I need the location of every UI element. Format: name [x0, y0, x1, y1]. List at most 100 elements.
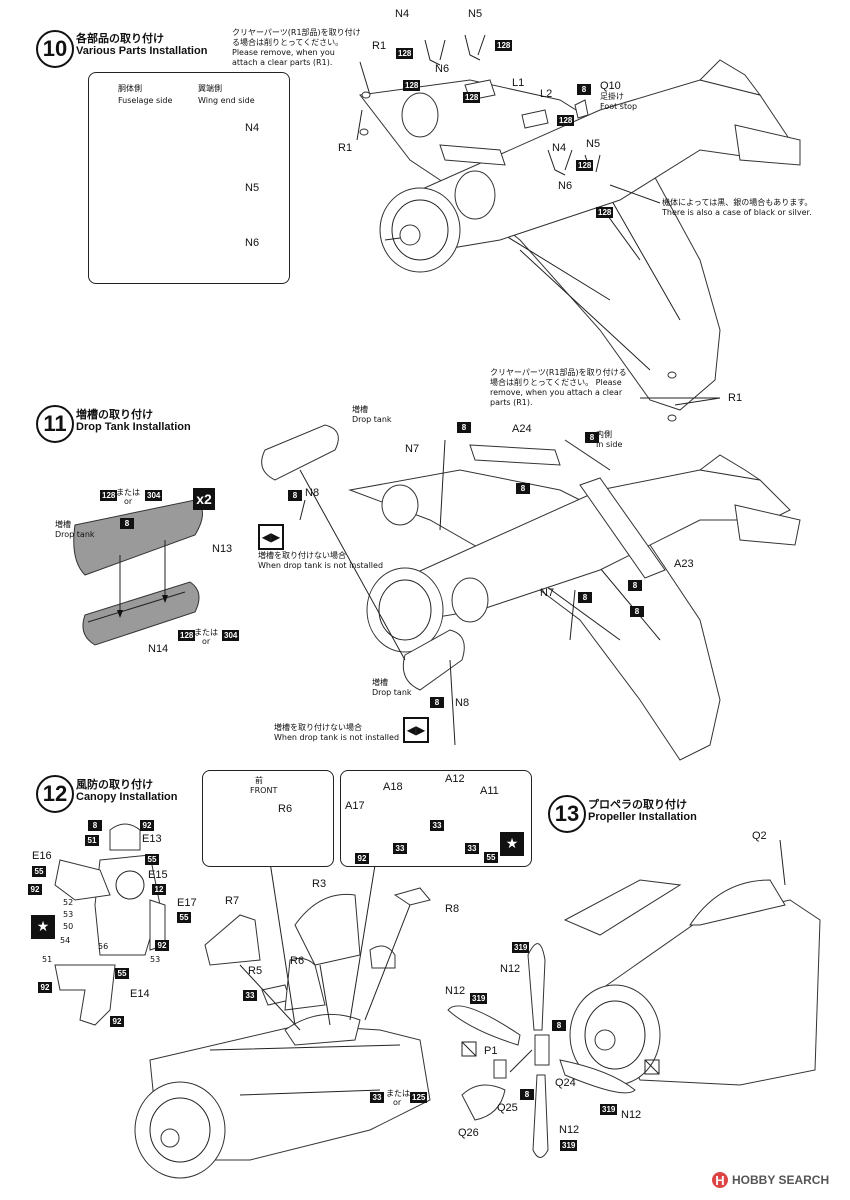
drop-tank-label-en: Drop tank — [352, 415, 392, 424]
paint-badge: 8 — [585, 432, 599, 443]
step13-aircraft-drawing — [563, 839, 821, 1086]
paint-badge: 128 — [576, 160, 594, 171]
foot-stop-jp: 足掛け — [600, 92, 624, 101]
part-label-r3: R3 — [312, 878, 327, 890]
drop-tank-label-jp: 増槽 — [352, 405, 368, 414]
step12-front-inset — [202, 770, 334, 867]
front-jp: 前 — [255, 776, 263, 785]
paint-badge: 92 — [38, 982, 52, 993]
paint-num: 56 — [98, 942, 109, 951]
paint-badge: 128 — [596, 207, 614, 218]
inset-left-en: Fuselage side — [118, 96, 173, 105]
star-insignia-icon: ★ — [500, 832, 524, 856]
or-jp: または — [116, 488, 140, 497]
part-label-e17: E17 — [177, 897, 197, 909]
inset-left-jp: 胴体側 — [118, 84, 142, 93]
paint-num: 53 — [63, 910, 74, 919]
paint-badge: 55 — [115, 968, 129, 979]
part-label-q10: Q10 — [600, 80, 621, 92]
part-label-n12-d: N12 — [559, 1124, 580, 1136]
part-label-p1: P1 — [484, 1045, 498, 1057]
inside-en: In side — [596, 440, 623, 449]
drop-tank-en: Drop tank — [55, 530, 95, 539]
paint-badge: 33 — [243, 990, 257, 1001]
paint-badge: 8 — [430, 697, 444, 708]
paint-badge: 92 — [355, 853, 369, 864]
part-label-n12: N12 — [500, 963, 521, 975]
or-en: or — [124, 497, 133, 506]
part-label-r5: R5 — [248, 965, 263, 977]
not-installed-en: When drop tank is not installed — [258, 561, 384, 570]
or-jp-2: または — [194, 628, 218, 637]
hobby-search-logo-icon: H — [712, 1172, 728, 1188]
inset-part-n4: N4 — [245, 122, 260, 134]
part-label-l2: L2 — [540, 88, 553, 100]
part-label-a24: A24 — [512, 423, 532, 435]
part-label-e15: E15 — [148, 869, 168, 881]
drop-tank-jp: 増槽 — [55, 520, 71, 529]
step13-title-en: Propeller Installation — [588, 811, 697, 823]
step-number-12: 12 — [36, 775, 74, 813]
inset-right-en: Wing end side — [198, 96, 255, 105]
paint-badge: 8 — [457, 422, 471, 433]
paint-badge: 8 — [577, 84, 591, 95]
part-label-a11: A11 — [480, 785, 499, 797]
not-installed-jp-2: 増槽を取り付けない場合 — [274, 723, 362, 732]
inset-right-jp: 翼端側 — [198, 84, 222, 93]
credit-text: HOBBY SEARCH — [732, 1173, 830, 1187]
step10-note-top: クリヤーパーツ(R1部品)を取り付ける場合は削りとってください。 Please … — [232, 28, 361, 67]
paint-badge: 8 — [120, 518, 134, 529]
drop-tank-label-en-2: Drop tank — [372, 688, 412, 697]
paint-badge: 12 — [152, 884, 166, 895]
no-glue-icon: ◀▶ — [258, 524, 284, 550]
foot-stop-en: Foot stop — [600, 102, 638, 111]
drop-tank-label-jp-2: 増槽 — [372, 678, 388, 687]
part-label-r7: R7 — [225, 895, 240, 907]
part-label-q26: Q26 — [458, 1127, 479, 1139]
paint-badge: 304 — [222, 630, 240, 641]
part-label-r1-c: R1 — [728, 392, 743, 404]
step11-title-en: Drop Tank Installation — [76, 421, 191, 433]
paint-num: 53 — [150, 955, 161, 964]
paint-badge: 8 — [516, 483, 530, 494]
paint-badge: 125 — [410, 1092, 428, 1103]
paint-badge: 55 — [32, 866, 46, 877]
part-label-r6: R6 — [278, 803, 293, 815]
paint-badge: 128 — [100, 490, 118, 501]
part-label-n5: N5 — [468, 8, 483, 20]
step11-title-jp: 増槽の取り付け — [76, 408, 153, 421]
part-label-q24: Q24 — [555, 1077, 576, 1089]
part-label-n7: N7 — [405, 443, 420, 455]
paint-badge: 92 — [140, 820, 154, 831]
step12-title-jp: 風防の取り付け — [76, 778, 153, 791]
star-insignia-icon: ★ — [31, 915, 55, 939]
paint-badge: 8 — [88, 820, 102, 831]
paint-badge: 33 — [393, 843, 407, 854]
part-label-n8: N8 — [305, 487, 320, 499]
paint-badge: 55 — [484, 852, 498, 863]
paint-badge: 8 — [288, 490, 302, 501]
paint-badge: 33 — [465, 843, 479, 854]
part-label-r6-b: R6 — [290, 955, 305, 967]
part-label-n13: N13 — [212, 543, 233, 555]
paint-badge: 128 — [178, 630, 196, 641]
paint-badge: 128 — [403, 80, 421, 91]
step11-drop-tank-drawing — [73, 499, 203, 646]
part-label-n5-b: N5 — [586, 138, 601, 150]
paint-badge: 8 — [578, 592, 592, 603]
part-label-n8-b: N8 — [455, 697, 470, 709]
or-jp-3: または — [386, 1089, 410, 1098]
paint-badge: 8 — [552, 1020, 566, 1031]
step10-note-bottom: クリヤーパーツ(R1部品)を取り付ける場合は削りとってください。 Please … — [490, 368, 627, 407]
paint-badge: 55 — [145, 854, 159, 865]
part-label-a12: A12 — [445, 773, 465, 785]
paint-badge: 128 — [557, 115, 575, 126]
part-label-q25: Q25 — [497, 1102, 518, 1114]
part-label-n6: N6 — [435, 63, 450, 75]
step10-title-en: Various Parts Installation — [76, 45, 208, 57]
paint-num: 51 — [42, 955, 53, 964]
quantity-multiplier: x2 — [193, 488, 215, 510]
part-label-r1: R1 — [372, 40, 387, 52]
paint-badge: 55 — [177, 912, 191, 923]
